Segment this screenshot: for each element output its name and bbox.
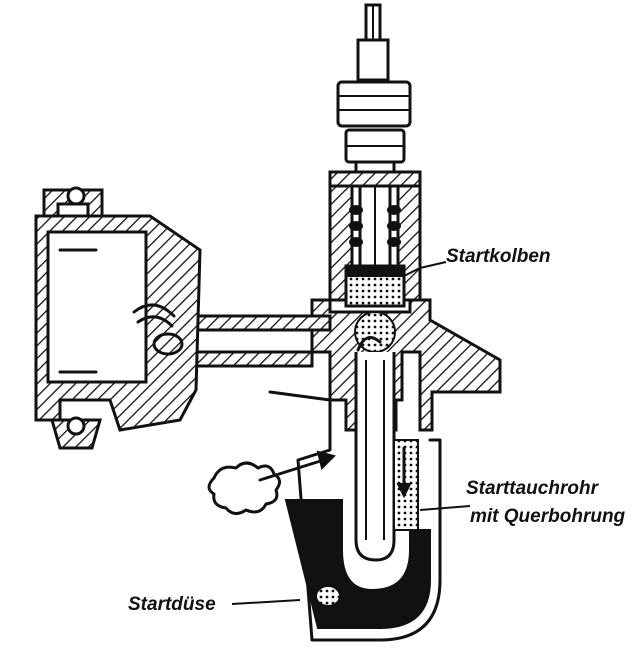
leader-lines bbox=[231, 261, 471, 605]
fuel-bowl bbox=[268, 352, 442, 642]
starter-valve-housing bbox=[328, 170, 422, 308]
label-starttauchrohr-line2: mit Querbohrung bbox=[470, 506, 626, 527]
label-startkolben: Startkolben bbox=[446, 246, 551, 267]
starter-jet bbox=[315, 585, 341, 607]
leader-startkolben bbox=[403, 261, 447, 277]
label-starttauchrohr-line1: Starttauchrohr bbox=[466, 478, 600, 499]
starter-dip-tube bbox=[354, 352, 396, 562]
air-inflow-arrow bbox=[207, 450, 336, 515]
control-cable bbox=[356, 3, 390, 82]
leader-startduese bbox=[231, 599, 301, 605]
adjusting-nut-upper bbox=[336, 80, 412, 128]
carburetor-body bbox=[310, 298, 502, 432]
label-startduese: Startdüse bbox=[128, 594, 216, 615]
mixture-passage bbox=[174, 314, 332, 368]
adjusting-nut-lower bbox=[344, 128, 406, 178]
leader-starttauchrohr bbox=[419, 505, 471, 511]
air-intake-flange bbox=[34, 186, 202, 450]
return-spring bbox=[349, 205, 401, 247]
